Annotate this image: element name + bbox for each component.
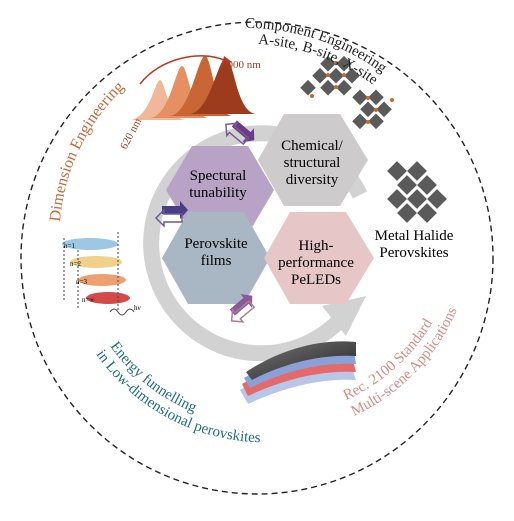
metal-halide-octahedra	[387, 161, 447, 223]
hex-perovskite-films	[162, 212, 270, 304]
funnel-n1: n=1	[64, 242, 75, 250]
hex-br-line1: High-	[299, 238, 334, 254]
hex-bl-line2: films	[201, 253, 232, 269]
hex-chemical-diversity	[258, 114, 368, 206]
hex-tl-line1: Spectural	[190, 168, 247, 184]
cycle-arrowhead	[322, 296, 366, 336]
hex-high-performance	[264, 212, 374, 304]
metal-halide-line2: Perovskites	[379, 245, 448, 261]
hex-br-line3: PeLEDs	[291, 272, 341, 288]
dimension-engineering-label: Dimension Engineering	[47, 78, 127, 222]
exchange-arrow-bottom	[229, 293, 256, 323]
funnel-hv: hν	[134, 304, 141, 312]
spectrum-label-1000: 1000 nm	[222, 59, 261, 71]
outer-dashed-ring	[20, 21, 494, 495]
funnel-ninf: n=∞	[82, 296, 94, 304]
exchange-arrow-top	[225, 120, 255, 146]
hex-tr-line1: Chemical/	[281, 138, 343, 154]
hex-bl-line1: Perovskite	[184, 236, 248, 252]
funnel-n3: n=3	[76, 278, 87, 286]
hex-tr-line2: structural	[284, 155, 341, 171]
metal-halide-line1: Metal Halide	[375, 228, 454, 244]
hex-tl-line2: tunability	[189, 185, 247, 201]
emission-spectrum	[130, 55, 256, 120]
flexible-display-sheets	[240, 341, 356, 404]
hex-br-line2: performance	[278, 255, 354, 271]
spectrum-label-620: 620 nm	[118, 116, 144, 151]
a-site-dots	[310, 61, 394, 124]
energy-funnel-ladders	[62, 232, 135, 316]
funnel-n2: n=2	[70, 260, 81, 268]
hex-tr-line3: diversity	[286, 172, 339, 188]
exchange-arrow-left	[154, 201, 188, 228]
octahedra-cluster-mid	[352, 89, 392, 130]
